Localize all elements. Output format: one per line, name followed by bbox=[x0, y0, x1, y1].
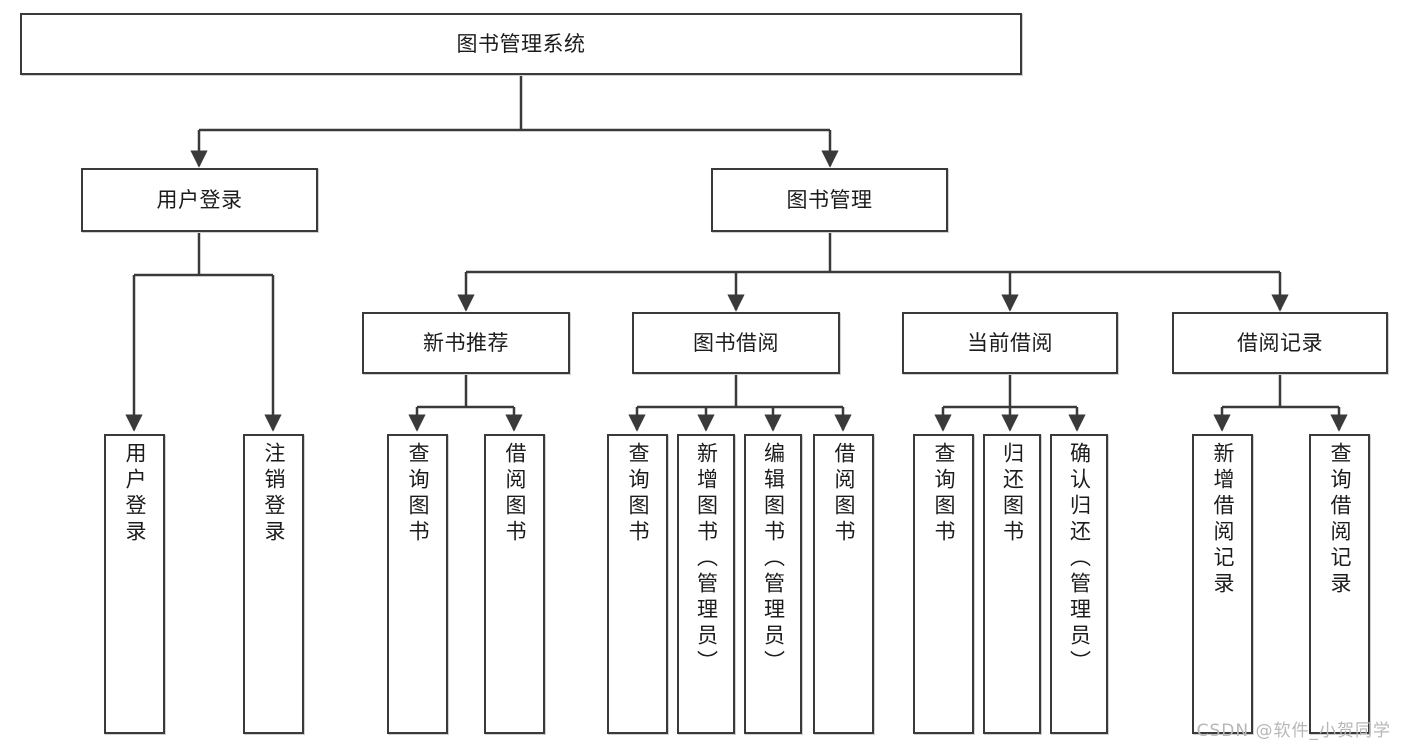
node-leaf-add-book-label: 新增图书（管理员） bbox=[694, 442, 719, 676]
node-leaf-edit-book[interactable]: 编辑图书（管理员） bbox=[744, 434, 802, 734]
node-borrow-record-label: 借阅记录 bbox=[1237, 330, 1323, 355]
node-leaf-confirm-return-label: 确认归还（管理员） bbox=[1067, 442, 1092, 676]
node-leaf-return-book-label: 归还图书 bbox=[1000, 442, 1025, 546]
node-leaf-borrow-book-1-label: 借阅图书 bbox=[503, 442, 527, 546]
node-leaf-query-book-1[interactable]: 查询图书 bbox=[387, 434, 448, 734]
node-leaf-confirm-return[interactable]: 确认归还（管理员） bbox=[1050, 434, 1108, 734]
node-root[interactable]: 图书管理系统 bbox=[20, 13, 1022, 75]
node-current-borrow[interactable]: 当前借阅 bbox=[902, 312, 1118, 374]
node-leaf-query-book-2[interactable]: 查询图书 bbox=[607, 434, 668, 734]
node-leaf-logout[interactable]: 注销登录 bbox=[243, 434, 304, 734]
node-leaf-query-book-1-label: 查询图书 bbox=[406, 442, 430, 546]
node-book-borrow-label: 图书借阅 bbox=[693, 330, 779, 355]
node-leaf-borrow-book-1[interactable]: 借阅图书 bbox=[484, 434, 545, 734]
node-book-management[interactable]: 图书管理 bbox=[711, 168, 948, 232]
node-current-borrow-label: 当前借阅 bbox=[967, 330, 1053, 355]
node-user-login-label: 用户登录 bbox=[156, 187, 243, 212]
node-leaf-edit-book-label: 编辑图书（管理员） bbox=[761, 442, 786, 676]
node-leaf-user-login-label: 用户登录 bbox=[123, 442, 147, 546]
node-leaf-query-book-2-label: 查询图书 bbox=[626, 442, 650, 546]
node-leaf-query-record[interactable]: 查询借阅记录 bbox=[1309, 434, 1370, 734]
node-leaf-query-book-3[interactable]: 查询图书 bbox=[913, 434, 974, 734]
node-new-book-recommend[interactable]: 新书推荐 bbox=[362, 312, 570, 374]
node-leaf-borrow-book-2-label: 借阅图书 bbox=[832, 442, 856, 546]
node-leaf-add-record[interactable]: 新增借阅记录 bbox=[1192, 434, 1253, 734]
node-leaf-borrow-book-2[interactable]: 借阅图书 bbox=[813, 434, 874, 734]
node-user-login[interactable]: 用户登录 bbox=[81, 168, 318, 232]
node-leaf-query-record-label: 查询借阅记录 bbox=[1328, 442, 1352, 598]
node-leaf-add-record-label: 新增借阅记录 bbox=[1211, 442, 1235, 598]
csdn-watermark: CSDN @软件_小贺同学 bbox=[1196, 721, 1391, 741]
node-new-book-recommend-label: 新书推荐 bbox=[423, 330, 509, 355]
node-leaf-return-book[interactable]: 归还图书 bbox=[983, 434, 1041, 734]
node-leaf-user-login[interactable]: 用户登录 bbox=[104, 434, 165, 734]
node-book-management-label: 图书管理 bbox=[786, 187, 873, 212]
node-leaf-add-book[interactable]: 新增图书（管理员） bbox=[677, 434, 735, 734]
node-leaf-query-book-3-label: 查询图书 bbox=[932, 442, 956, 546]
node-leaf-logout-label: 注销登录 bbox=[262, 442, 286, 546]
node-root-label: 图书管理系统 bbox=[456, 31, 586, 56]
node-book-borrow[interactable]: 图书借阅 bbox=[632, 312, 840, 374]
node-borrow-record[interactable]: 借阅记录 bbox=[1172, 312, 1388, 374]
